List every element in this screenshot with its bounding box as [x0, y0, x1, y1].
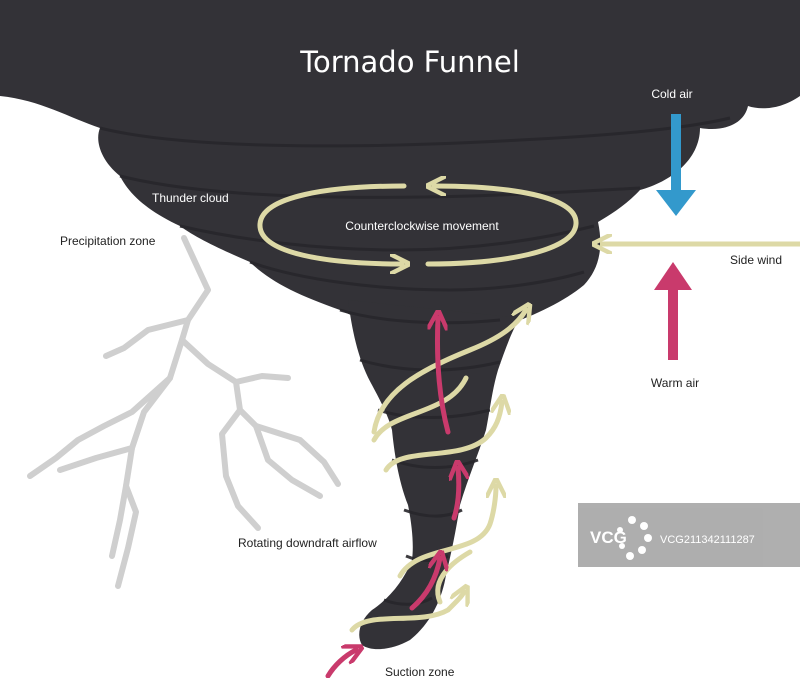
watermark-logo-icon: [617, 516, 652, 560]
tornado-cloud: [0, 0, 800, 650]
label-counterclockwise: Counterclockwise movement: [345, 219, 499, 233]
watermark-logo-text: VCG: [590, 528, 627, 547]
warm-updraft-arrows: [325, 318, 459, 678]
watermark: VCG VCG211342111287: [578, 503, 800, 567]
counterclockwise-swirl: [257, 186, 579, 264]
label-side-wind: Side wind: [730, 253, 782, 267]
warm-air-arrow: [654, 262, 692, 360]
label-thunder-cloud: Thunder cloud: [152, 191, 229, 205]
watermark-id: VCG211342111287: [660, 534, 755, 546]
rotating-downdraft-spiral: [349, 310, 526, 633]
label-rotating-downdraft: Rotating downdraft airflow: [238, 536, 377, 550]
label-cold-air: Cold air: [651, 87, 692, 101]
label-warm-air: Warm air: [651, 376, 699, 390]
label-suction-zone: Suction zone: [385, 665, 455, 678]
diagram-title: Tornado Funnel: [299, 45, 520, 79]
cold-air-arrow: [656, 114, 696, 216]
lightning-bolts: [27, 235, 341, 589]
label-precipitation-zone: Precipitation zone: [60, 234, 156, 248]
